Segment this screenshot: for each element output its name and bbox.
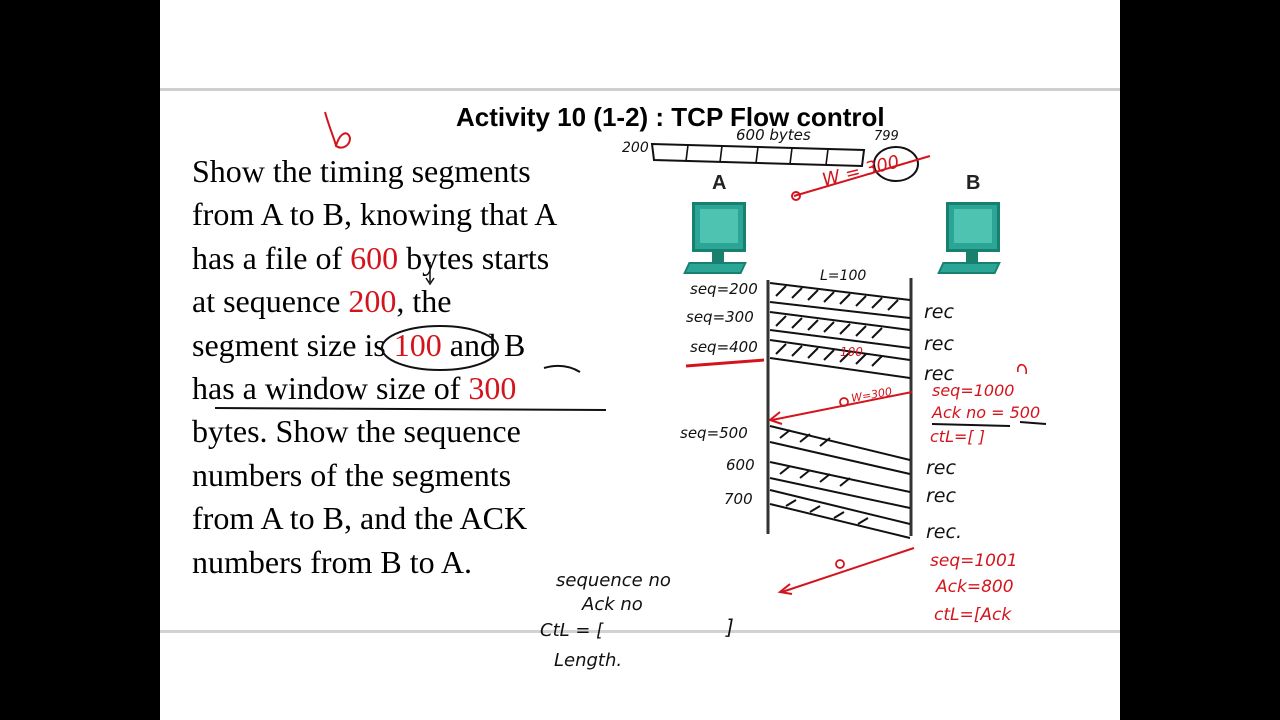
seq-label-4: seq=500	[680, 424, 748, 442]
arrow-mark	[543, 364, 581, 373]
seq-label-1: seq=200	[690, 280, 758, 298]
slide: Activity 10 (1-2) : TCP Flow control Sho…	[160, 0, 1120, 720]
host-b-computer-icon	[937, 202, 1002, 278]
length-note: L=100	[820, 268, 866, 284]
file-start-label: 200	[622, 140, 649, 156]
rec-label-4: rec	[926, 457, 957, 479]
reply2-ctl: ctL=[Ack	[934, 605, 1012, 625]
field-sequence: sequence no	[556, 570, 671, 591]
seq-label-2: seq=300	[686, 308, 754, 326]
file-bar-bytes-label: 600 bytes	[736, 126, 811, 144]
doodle-mark	[324, 111, 352, 149]
problem-line: from A to B, and the ACK	[192, 500, 528, 537]
reply1-seq: seq=1000	[932, 381, 1014, 400]
problem-line: Show the timing segments	[192, 153, 531, 189]
window-circle	[873, 146, 919, 182]
highlighted-value: 600	[350, 239, 399, 276]
seq-label-5: 600	[726, 456, 755, 474]
problem-line: bytes. Show the sequence	[192, 413, 521, 450]
highlight-circle	[381, 325, 499, 371]
problem-line: numbers from B to A.	[192, 543, 472, 580]
mid-segment-note: 100	[840, 345, 863, 359]
problem-statement: Show the timing segments from A to B, kno…	[192, 150, 632, 584]
field-ctl: CtL = [	[540, 620, 604, 641]
highlighted-value: 100	[393, 326, 442, 363]
window-note: W = 300	[820, 151, 901, 190]
file-bar-dividers	[685, 144, 829, 166]
window-red-line	[793, 155, 931, 197]
host-a-label: A	[712, 172, 727, 194]
highlighted-value: 200	[348, 283, 397, 320]
rec-label-1: rec	[924, 301, 955, 323]
host-b-label: B	[966, 172, 981, 194]
highlighted-value: 300	[468, 370, 517, 407]
slide-title: Activity 10 (1-2) : TCP Flow control	[456, 102, 885, 132]
reply2-ack: Ack=800	[935, 577, 1014, 597]
problem-line: segment size is 100 and B	[192, 326, 526, 363]
problem-line: at sequence 200, the	[192, 283, 452, 320]
seq-label-3: seq=400	[690, 338, 758, 356]
segments-window-2	[769, 425, 911, 539]
rec-label-5: rec	[926, 485, 957, 507]
pointer-mark	[425, 262, 435, 286]
reply1-ctl: ctL=[ ]	[930, 427, 985, 446]
rec-label-3: rec	[924, 363, 955, 385]
reply2-seq: seq=1001	[930, 551, 1018, 571]
seq-red-underline	[685, 358, 765, 368]
file-end-label: 799	[874, 129, 899, 144]
problem-line: numbers of the segments	[192, 456, 512, 493]
rec-label-2: rec	[924, 333, 955, 355]
segments-window-1	[769, 282, 911, 379]
rec-label-6: rec.	[926, 521, 962, 543]
problem-line: from A to B, knowing that A	[192, 196, 558, 233]
seq-label-6: 700	[724, 490, 753, 508]
bottom-divider	[160, 630, 1120, 633]
top-divider	[160, 88, 1120, 91]
problem-line: has a window size of 300	[192, 370, 517, 407]
field-ack: Ack no	[581, 594, 643, 615]
reply1-ack: Ack no = 500	[931, 403, 1040, 422]
host-a-computer-icon	[683, 202, 748, 278]
file-bar	[650, 142, 866, 168]
field-ctl-close: ]	[725, 615, 734, 639]
problem-underline	[214, 407, 607, 411]
handwritten-annotations: 600 bytes 200 799 W = 300 L=100 100 seq=…	[214, 111, 1047, 671]
ack-arrow-2	[781, 547, 915, 593]
ack-window-note: W=300	[850, 385, 893, 405]
field-length: Length.	[554, 650, 622, 671]
